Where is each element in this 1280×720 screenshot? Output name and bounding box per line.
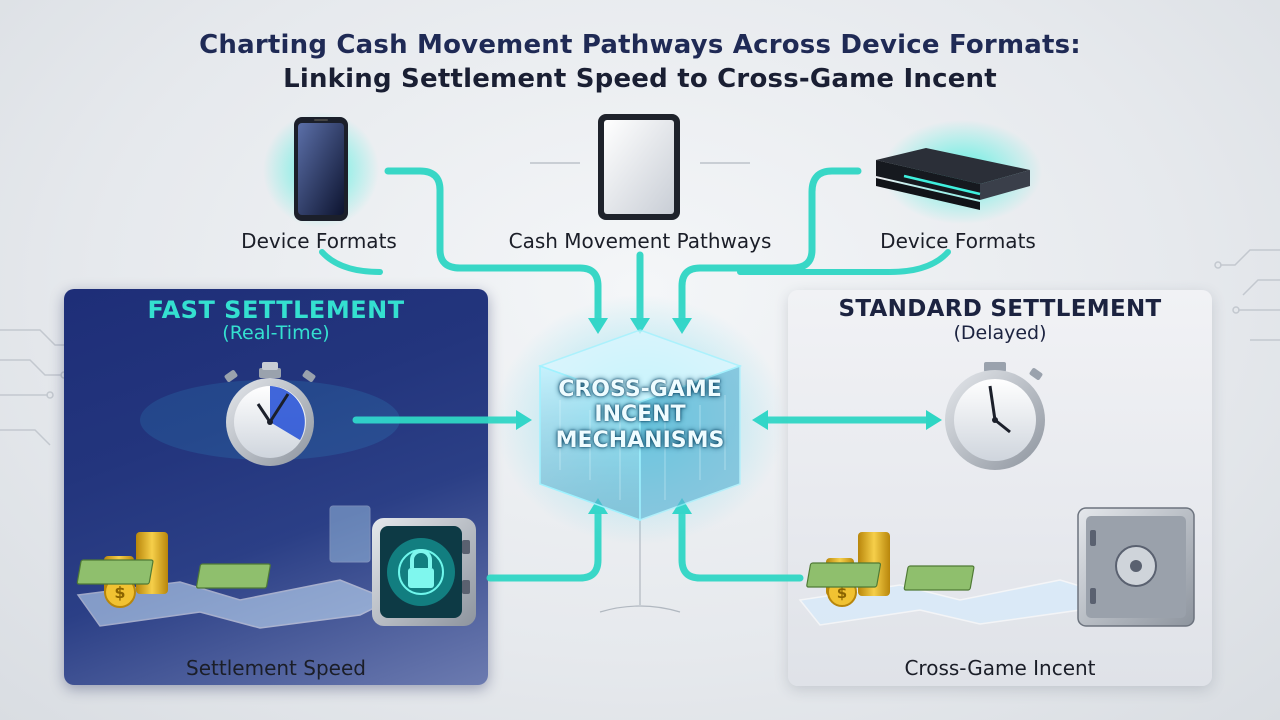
stopwatch-icon-fast [140,362,400,466]
hub-label-line-2: INCENT [510,402,770,427]
pathway-console-lower [740,252,948,272]
tablet-icon [598,114,680,220]
device-formats-label-left: Device Formats [204,229,434,253]
arrowhead-right-standard [926,410,942,430]
device-formats-label-right: Device Formats [843,229,1073,253]
title-line-2: Linking Settlement Speed to Cross-Game I… [0,64,1280,94]
standard-settlement-subtitle: (Delayed) [788,322,1212,344]
hub-label-line-3: MECHANISMS [510,428,770,453]
game-console-icon [876,148,1030,210]
svg-text:$: $ [114,583,125,602]
smartphone-icon [294,117,348,221]
stopwatch-icon-standard [945,362,1045,470]
title-line-1: Charting Cash Movement Pathways Across D… [0,30,1280,60]
fast-settlement-title: FAST SETTLEMENT [64,296,488,324]
hub-label-line-1: CROSS-GAME [510,377,770,402]
settlement-speed-label: Settlement Speed [64,656,488,680]
safe-icon [1078,508,1194,626]
standard-settlement-title: STANDARD SETTLEMENT [788,296,1212,322]
fast-settlement-subtitle: (Real-Time) [64,322,488,344]
cross-game-incent-label: Cross-Game Incent [788,656,1212,680]
pathway-phone-lower [322,252,380,272]
cash-movement-pathways-label: Cash Movement Pathways [470,229,810,253]
